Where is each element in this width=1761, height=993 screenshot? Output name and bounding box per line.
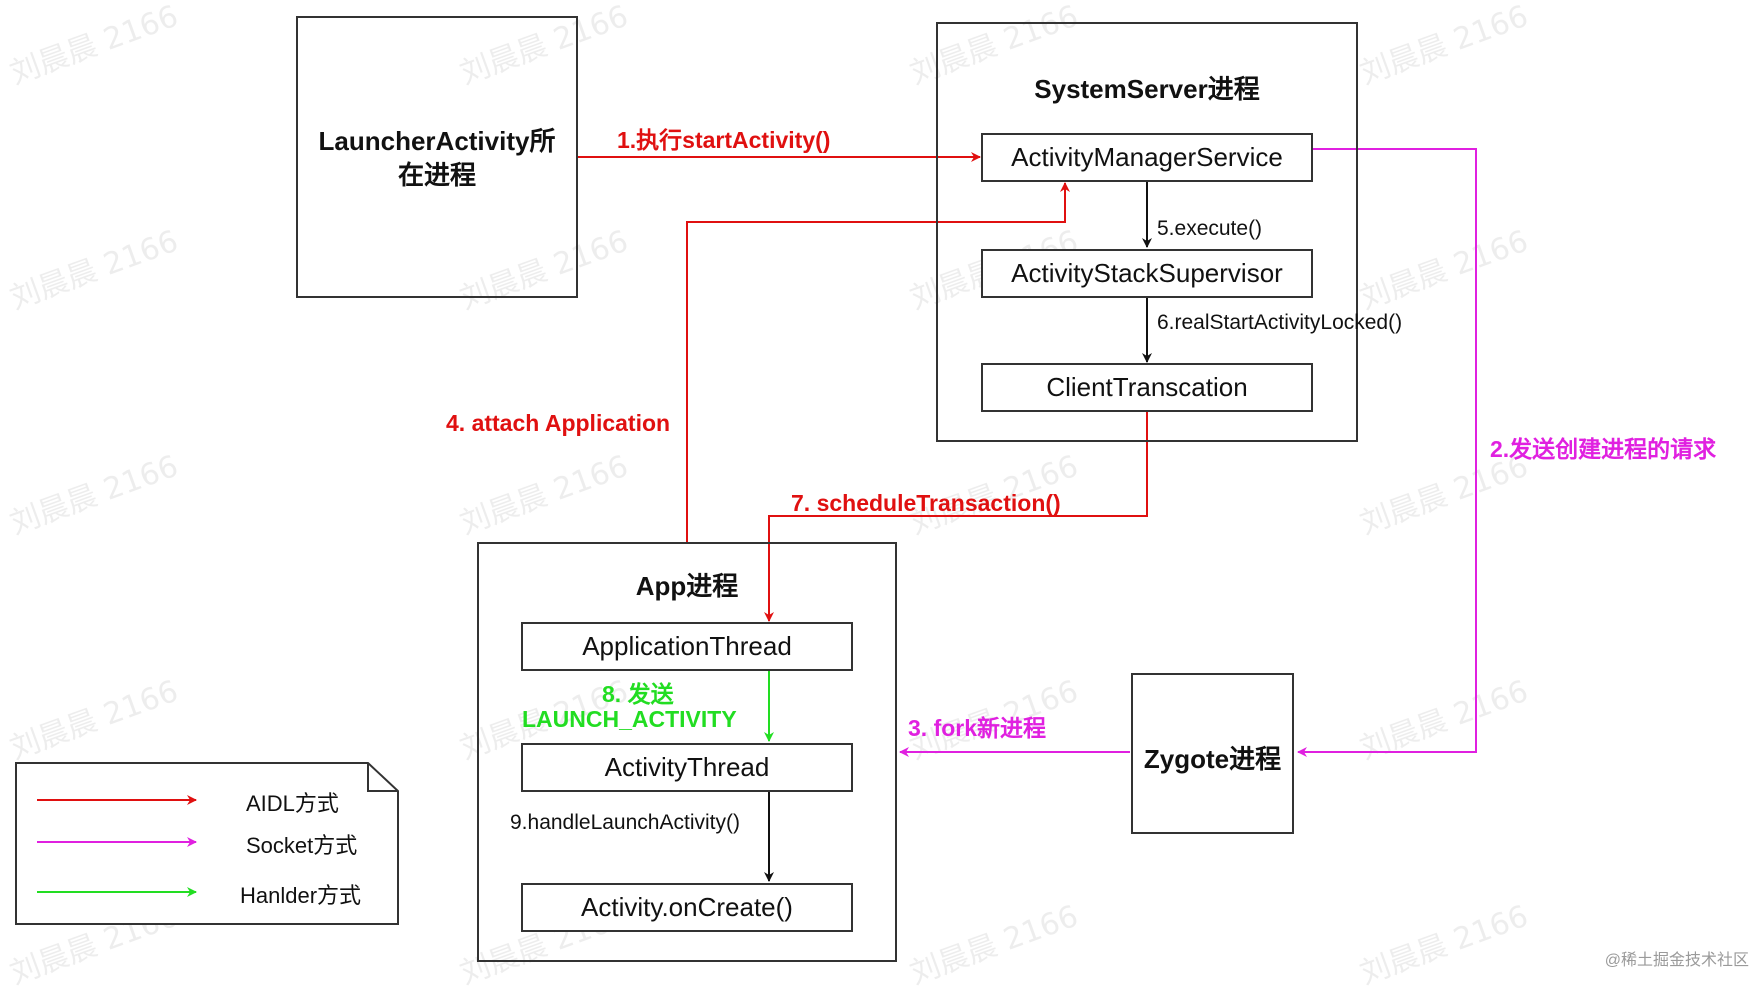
- zygote-process-title: Zygote进程: [1143, 744, 1282, 774]
- edge-4-arrow: [686, 182, 1070, 542]
- app-process-box: App进程: [477, 542, 897, 962]
- edge-8-label-line2: LAUNCH_ACTIVITY: [522, 706, 737, 732]
- legend-box: [15, 762, 399, 925]
- zygote-process-box: Zygote进程: [1131, 673, 1294, 834]
- legend-label-aidl: AIDL方式: [246, 791, 339, 816]
- edge-4-label: 4. attach Application: [446, 410, 671, 436]
- legend-fold: [367, 763, 398, 792]
- legend-label-handler: Hanlder方式: [240, 883, 362, 908]
- edge-8-label-line1: 8. 发送: [602, 681, 674, 707]
- edge-7-label: 7. scheduleTransaction(): [791, 490, 1061, 516]
- system-server-box: SystemServer进程: [936, 22, 1358, 442]
- application-thread-node: ApplicationThread: [521, 622, 853, 671]
- activity-thread-node: ActivityThread: [521, 743, 853, 792]
- activity-manager-service-node: ActivityManagerService: [981, 133, 1313, 182]
- launcher-process-box: LauncherActivity所 在进程: [296, 16, 578, 298]
- activity-oncreate-node: Activity.onCreate(): [521, 883, 853, 932]
- edge-6-label: 6.realStartActivityLocked(): [1157, 311, 1403, 334]
- app-process-title: App进程: [635, 571, 739, 601]
- edge-3-label: 3. fork新进程: [908, 715, 1047, 741]
- edge-2-arrow: [1297, 148, 1477, 757]
- launcher-process-title: LauncherActivity所 在进程: [318, 126, 556, 190]
- edge-2-label: 2.发送创建进程的请求: [1490, 436, 1717, 462]
- edge-7-arrow: [764, 412, 1148, 622]
- site-credit: @稀土掘金技术社区: [1604, 952, 1749, 969]
- edge-1-label: 1.执行startActivity(): [617, 127, 831, 153]
- legend-label-socket: Socket方式: [246, 833, 358, 858]
- edge-9-label: 9.handleLaunchActivity(): [510, 811, 740, 834]
- system-server-title: SystemServer进程: [1034, 74, 1260, 104]
- client-transaction-node: ClientTranscation: [981, 363, 1313, 412]
- edge-5-label: 5.execute(): [1157, 217, 1263, 240]
- activity-stack-supervisor-node: ActivityStackSupervisor: [981, 249, 1313, 298]
